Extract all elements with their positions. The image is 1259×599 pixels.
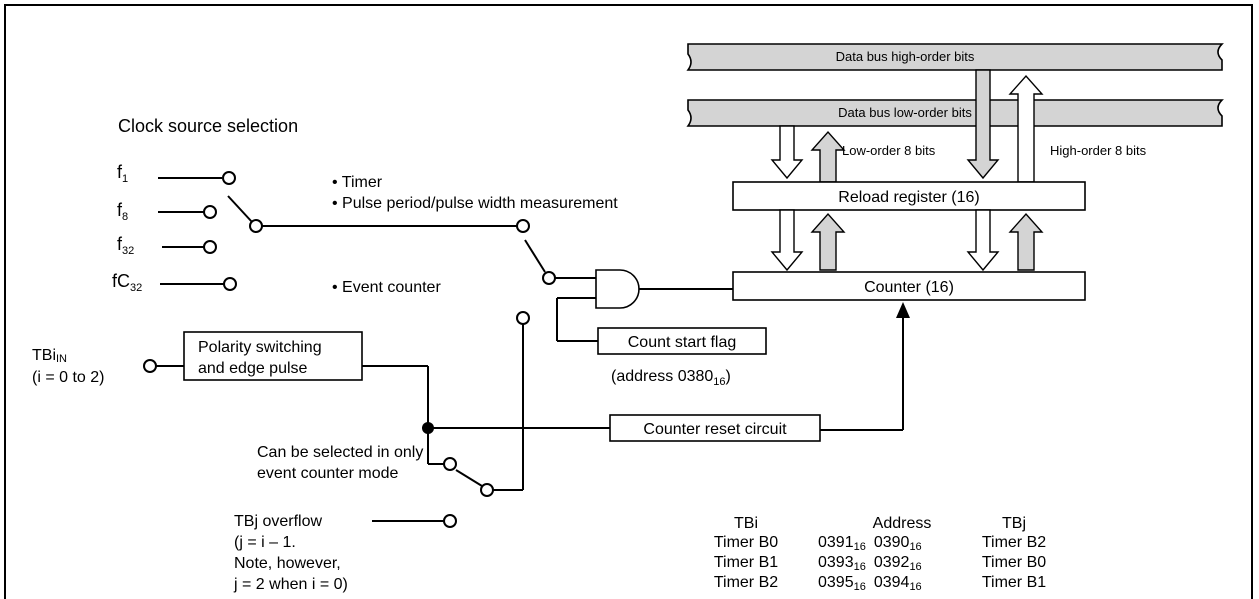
event-input-wiring xyxy=(362,365,610,497)
count-start-address: (address 038016) xyxy=(611,368,731,388)
mode-event-label: • Event counter xyxy=(332,279,441,296)
data-bus-low-label: Data bus low-order bits xyxy=(838,105,972,120)
bus-low-up-arrow xyxy=(810,130,846,183)
counter-to-reload-low-arrow xyxy=(810,212,846,271)
counter-reset-circuit-box xyxy=(609,414,821,442)
table-header-address: Address xyxy=(873,515,932,532)
table-header-tbj: TBj xyxy=(1002,515,1026,532)
reload-register-label: Reload register (16) xyxy=(838,189,979,206)
svg-text:Timer B1: Timer B1 xyxy=(714,554,778,571)
bus-high-up-arrow xyxy=(1008,74,1044,183)
reload-register-box xyxy=(732,181,1086,211)
polarity-switching-label-1: Polarity switching xyxy=(198,339,322,356)
svg-text:f1: f1 xyxy=(117,162,128,185)
counter-box xyxy=(732,271,1086,301)
polarity-switching-box xyxy=(183,331,363,381)
overflow-terminal xyxy=(443,514,457,528)
svg-text:f32: f32 xyxy=(117,234,134,257)
table-header-tbi: TBi xyxy=(734,515,758,532)
data-bus-low: Data bus low-order bits xyxy=(686,99,1224,127)
reset-to-counter-arrow xyxy=(820,302,910,431)
bus-low-down-arrow xyxy=(770,125,804,180)
counter-to-reload-high-arrow xyxy=(1008,212,1044,271)
select-note-2: event counter mode xyxy=(257,465,399,482)
svg-text:Timer B0: Timer B0 xyxy=(982,554,1046,571)
high-order-8-bits-label: High-order 8 bits xyxy=(1050,143,1147,158)
tbi-range-label: (i = 0 to 2) xyxy=(32,369,104,386)
low-order-8-bits-label: Low-order 8 bits xyxy=(842,143,936,158)
data-bus-high-label: Data bus high-order bits xyxy=(836,49,975,64)
clock-input-f8: f8 xyxy=(117,200,217,223)
overflow-label-1: TBj overflow xyxy=(234,513,322,530)
svg-text:f8: f8 xyxy=(117,200,128,223)
counter-label: Counter (16) xyxy=(864,279,954,296)
mode-timer-label: • Timer xyxy=(332,174,383,191)
svg-text:Timer B0: Timer B0 xyxy=(714,534,778,551)
clock-input-f32: f32 xyxy=(117,234,217,257)
count-start-flag-label: Count start flag xyxy=(628,334,737,351)
and-gate xyxy=(556,269,733,342)
tbi-in-terminal xyxy=(143,359,157,373)
svg-text:Timer B2: Timer B2 xyxy=(982,534,1046,551)
overflow-label-3: Note, however, xyxy=(234,555,341,572)
clock-input-fc32: fC32 xyxy=(112,271,237,294)
svg-text:Timer B1: Timer B1 xyxy=(982,574,1046,591)
mode-pulse-label: • Pulse period/pulse width measurement xyxy=(332,195,618,212)
overflow-label-2: (j = i – 1. xyxy=(234,534,296,551)
svg-text:fC32: fC32 xyxy=(112,271,142,294)
clock-source-title: Clock source selection xyxy=(118,116,298,136)
counter-reset-circuit-label: Counter reset circuit xyxy=(643,421,787,438)
svg-text:Timer B2: Timer B2 xyxy=(714,574,778,591)
clock-input-f1: f1 xyxy=(117,162,236,185)
reload-to-counter-low-arrow xyxy=(770,209,804,272)
clock-selector-switch xyxy=(227,195,530,233)
diagram-frame xyxy=(4,4,1253,599)
tbi-in-label: TBiIN xyxy=(32,347,67,365)
bus-high-down-arrow xyxy=(966,69,1000,180)
data-bus-high: Data bus high-order bits xyxy=(686,43,1224,71)
polarity-switching-label-2: and edge pulse xyxy=(198,360,308,377)
mode-selector-switch xyxy=(516,239,596,490)
overflow-label-4: j = 2 when i = 0) xyxy=(233,576,348,593)
reload-to-counter-high-arrow xyxy=(966,209,1000,272)
select-note-1: Can be selected in only xyxy=(257,444,423,461)
count-start-flag-box xyxy=(597,327,767,355)
